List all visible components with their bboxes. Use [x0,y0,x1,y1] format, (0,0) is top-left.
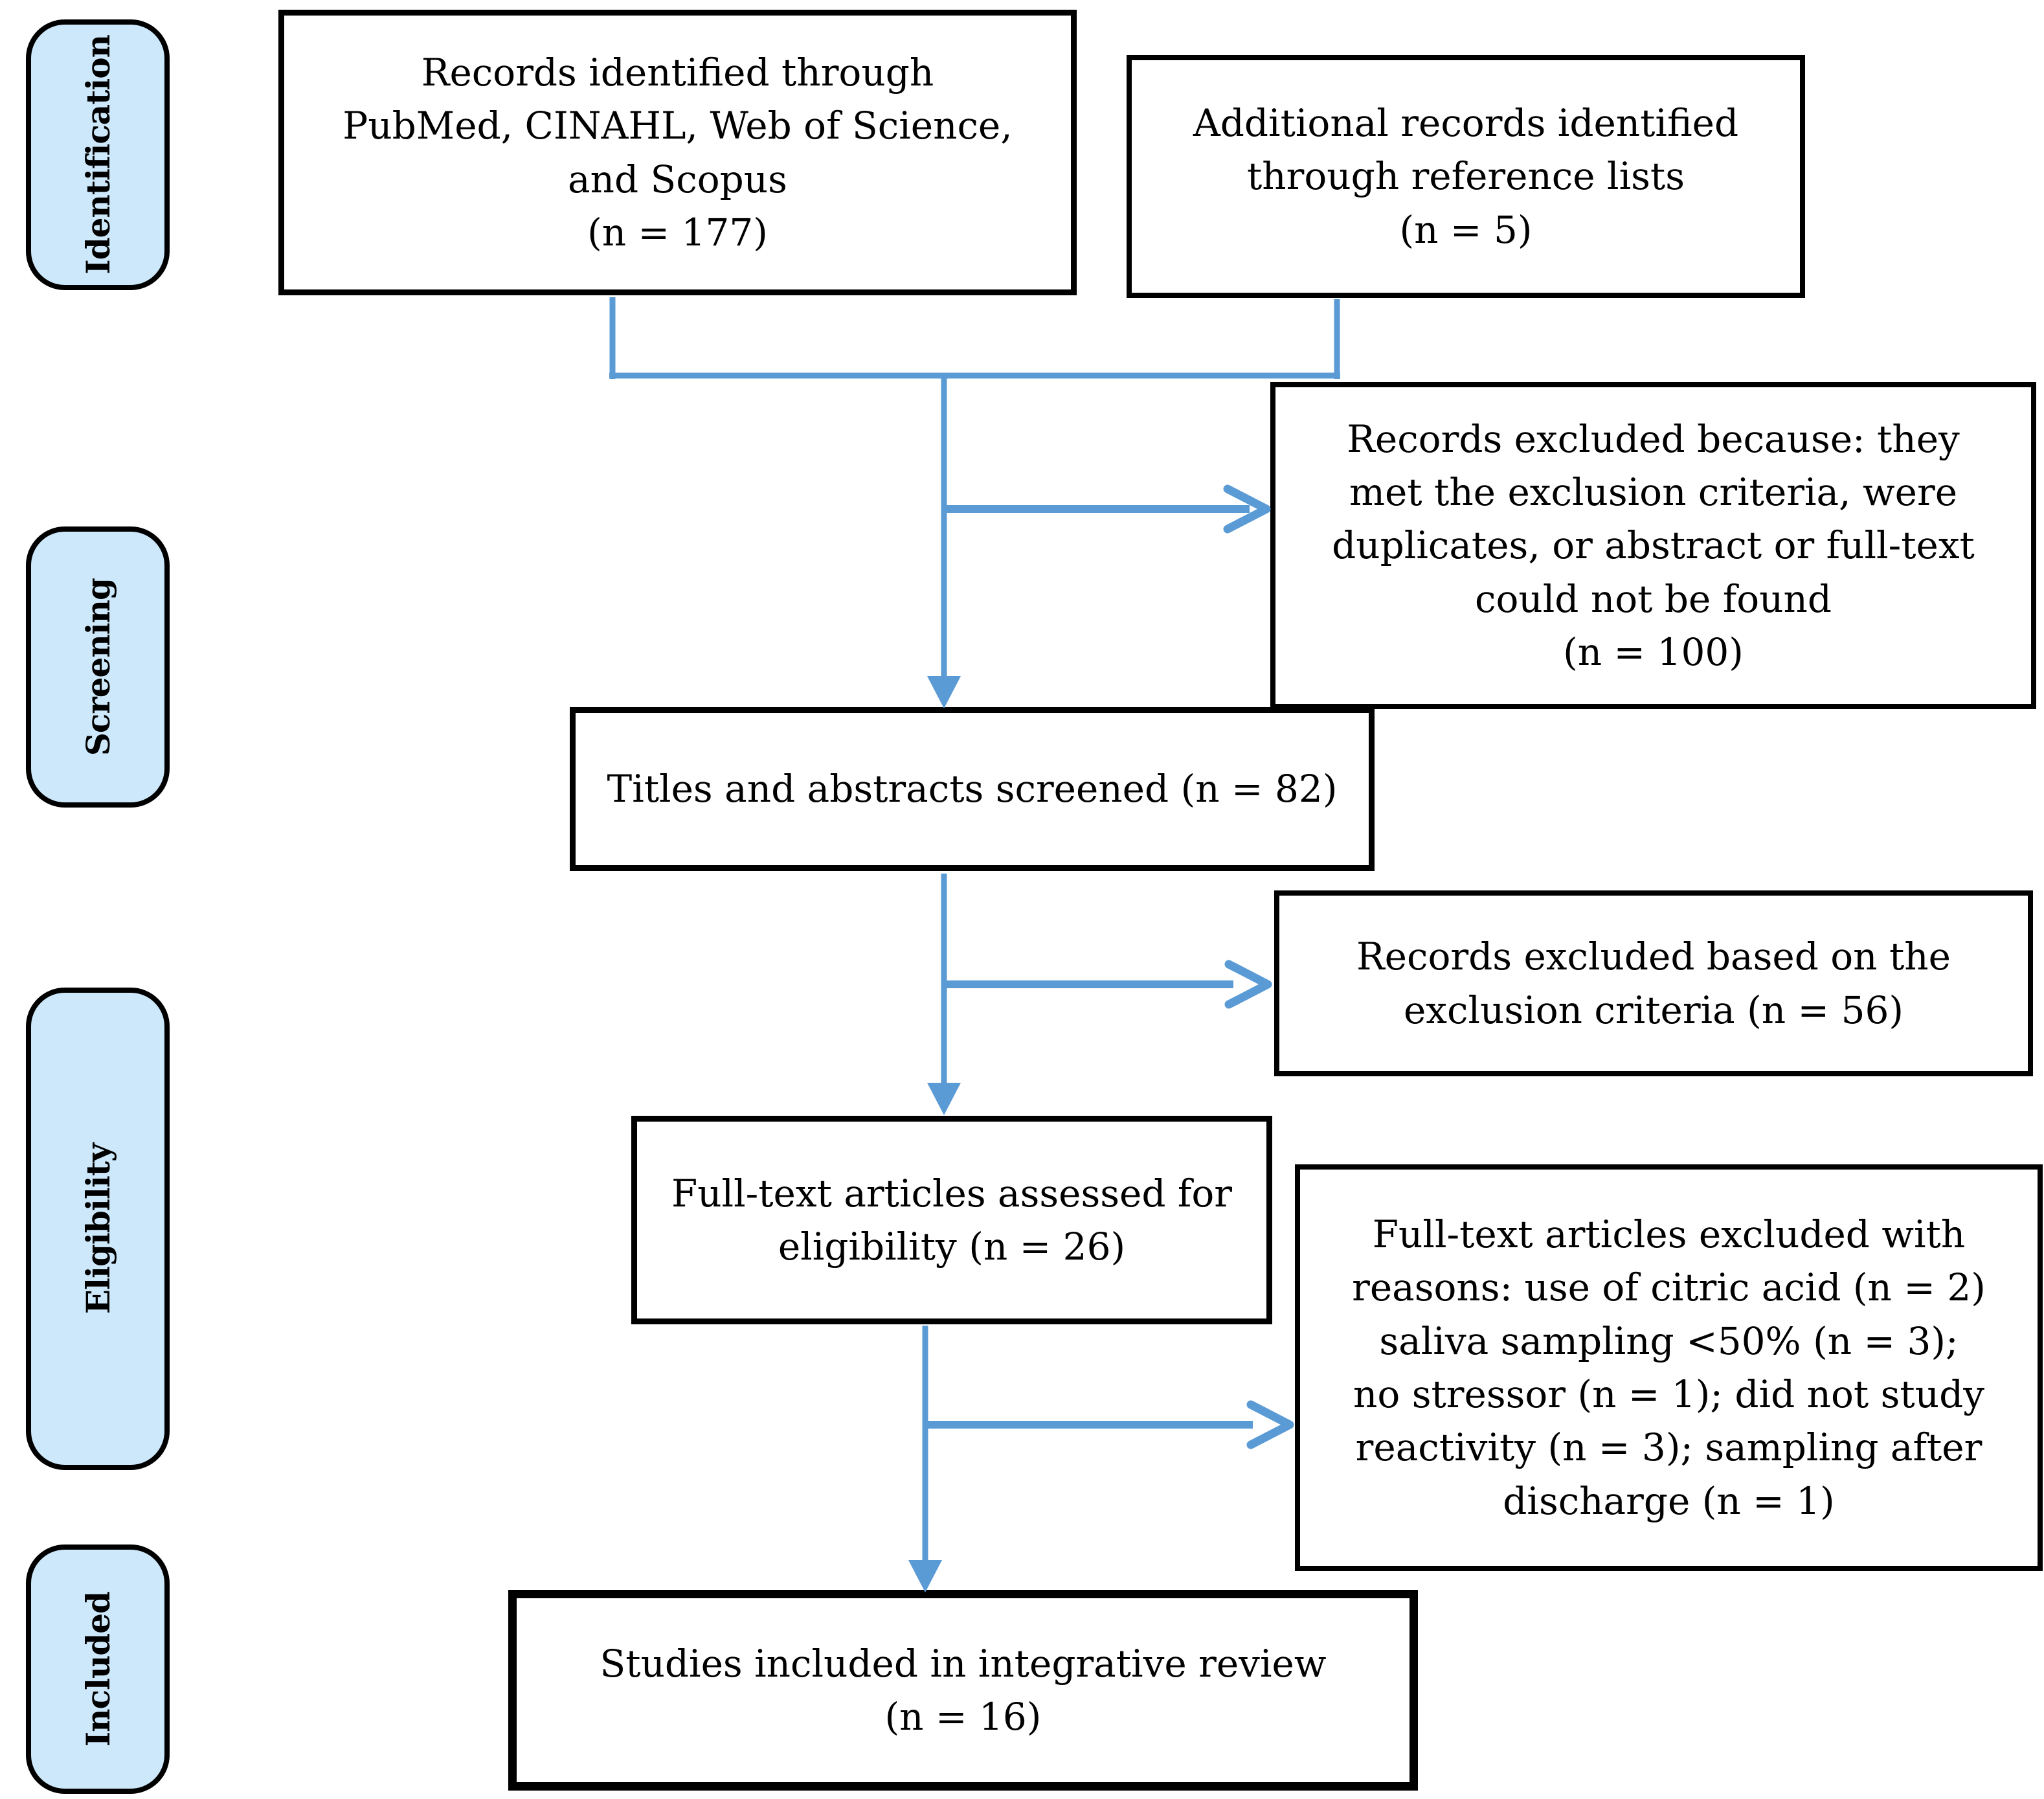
connector-merge-identification [609,297,1340,379]
box-records-excluded-screening-text: Records excluded because: they met the e… [1332,416,1975,675]
stage-label-eligibility: Eligibility [26,988,170,1470]
stage-label-identification: Identification [26,19,170,290]
stage-label-included-text: Included [78,1591,117,1747]
box-records-excluded-screening: Records excluded because: they met the e… [1270,382,2036,709]
arrow-right-to-excluded-screening [944,484,1271,534]
box-fulltext-assessed-text: Full-text articles assessed for eligibil… [671,1171,1233,1269]
box-fulltext-excluded-text: Full-text articles excluded with reasons… [1352,1212,1986,1523]
stage-label-eligibility-text: Eligibility [78,1143,117,1315]
stage-label-screening-text: Screening [78,578,117,756]
arrow-down-to-eligibility [927,874,961,1115]
box-additional-records-text: Additional records identified through re… [1193,100,1739,252]
box-records-identified-text: Records identified through PubMed, CINAH… [343,50,1013,255]
box-titles-abstracts-screened-text: Titles and abstracts screened (n = 82) [607,767,1338,811]
box-records-excluded-criteria-text: Records excluded based on the exclusion … [1356,934,1951,1032]
box-additional-records: Additional records identified through re… [1127,55,1805,298]
box-records-excluded-criteria: Records excluded based on the exclusion … [1274,890,2033,1076]
box-studies-included: Studies included in integrative review (… [508,1590,1418,1791]
box-records-identified: Records identified through PubMed, CINAH… [278,10,1077,295]
box-fulltext-assessed: Full-text articles assessed for eligibil… [631,1116,1272,1324]
stage-label-included: Included [26,1544,170,1794]
arrow-down-to-screening [927,376,961,708]
stage-label-identification-text: Identification [78,35,117,275]
arrow-right-to-excluded-criteria [944,960,1272,1009]
arrow-down-to-included [908,1326,942,1592]
box-studies-included-text: Studies included in integrative review (… [600,1641,1327,1739]
box-titles-abstracts-screened: Titles and abstracts screened (n = 82) [570,707,1375,871]
box-fulltext-excluded: Full-text articles excluded with reasons… [1295,1164,2043,1571]
stage-label-screening: Screening [26,526,170,808]
arrow-right-to-fulltext-excluded [925,1400,1294,1449]
